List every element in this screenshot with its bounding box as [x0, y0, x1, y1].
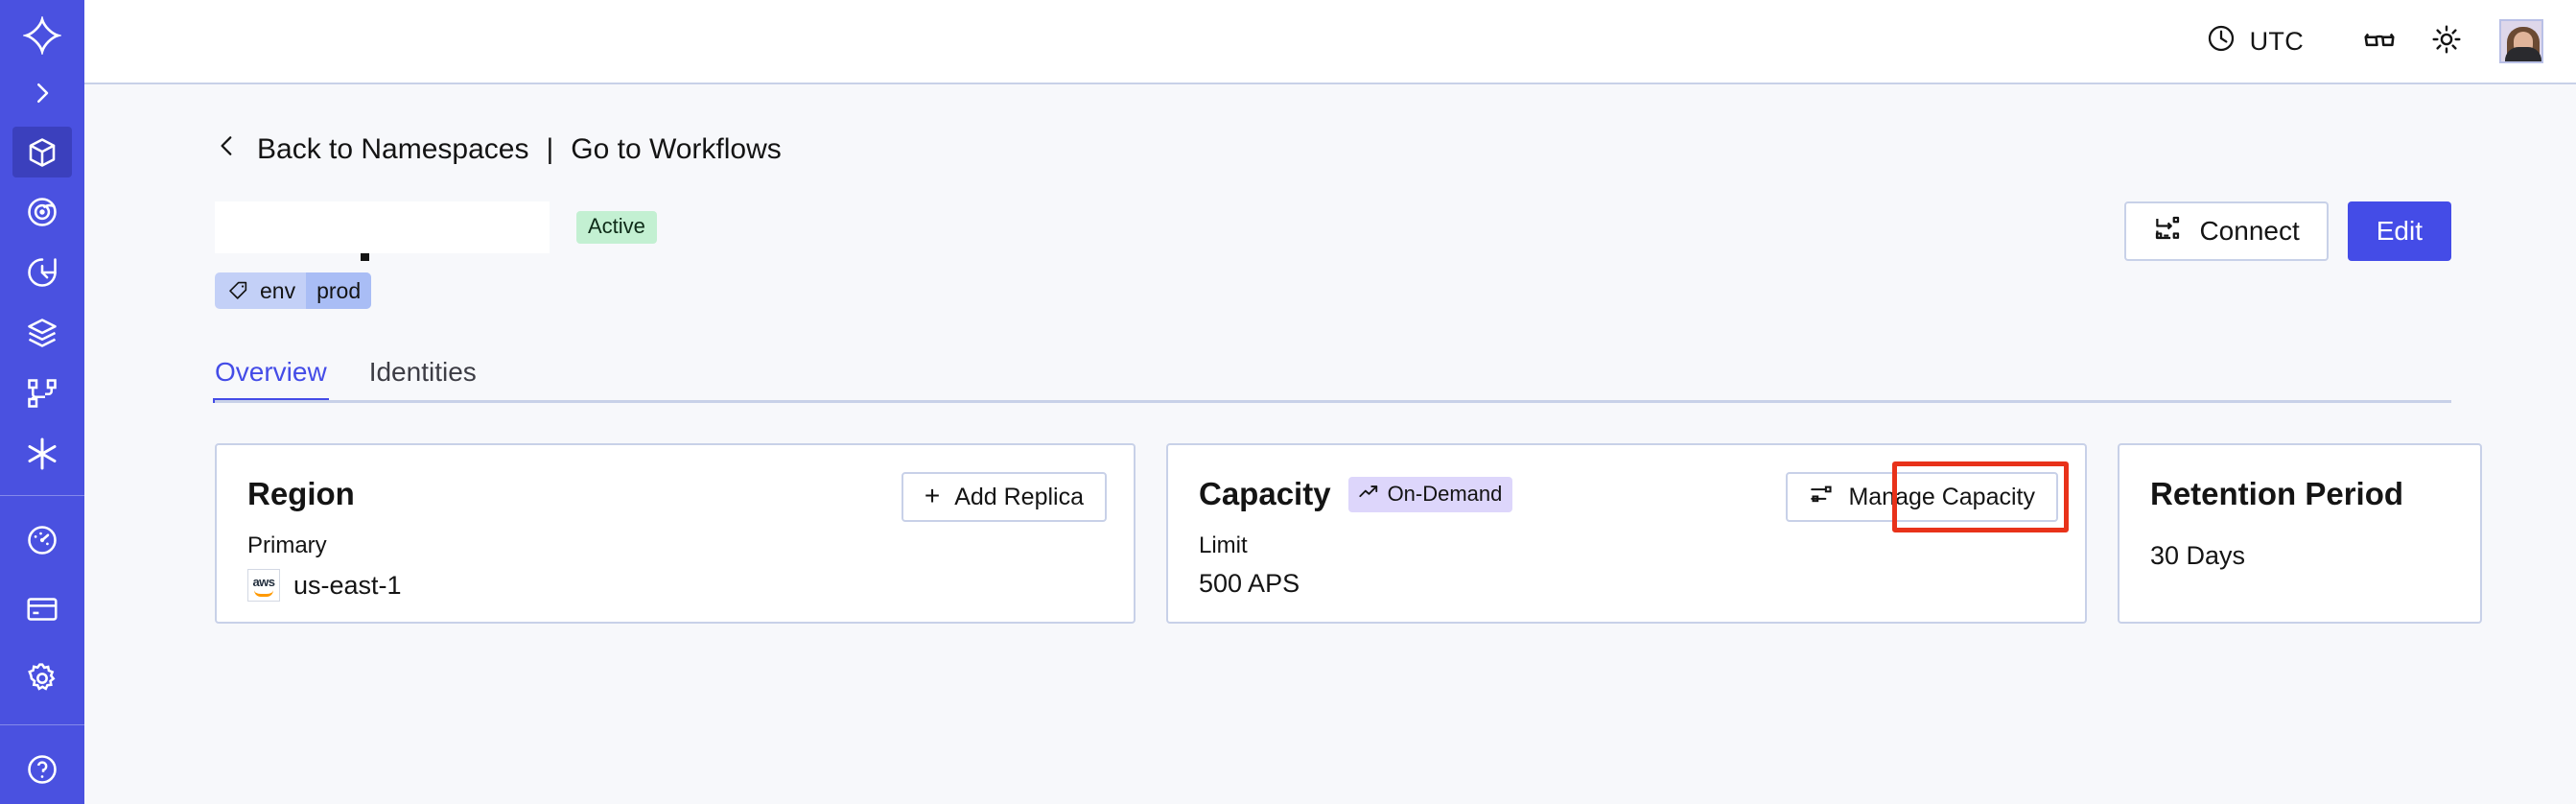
aws-icon-text: aws: [252, 575, 275, 589]
page-content: Back to Namespaces | Go to Workflows Act…: [84, 84, 2576, 804]
credit-card-icon: [25, 592, 59, 627]
content-inner: Back to Namespaces | Go to Workflows Act…: [84, 129, 2576, 624]
theme-toggle-button[interactable]: [2419, 13, 2474, 69]
gear-icon: [25, 661, 59, 696]
timezone-selector[interactable]: UTC: [2206, 23, 2304, 60]
sidebar-item-observability[interactable]: [12, 187, 72, 238]
edit-button[interactable]: Edit: [2347, 201, 2451, 261]
capacity-limit-label: Limit: [1199, 532, 1248, 558]
capacity-mode-badge: On-Demand: [1347, 476, 1513, 512]
sidebar-item-batch-operations[interactable]: [12, 308, 72, 359]
header-actions: UTC: [2206, 13, 2543, 69]
eye-spiral-icon: [25, 195, 59, 229]
add-replica-button[interactable]: + Add Replica: [901, 472, 1107, 522]
tag-chip-env[interactable]: env prod: [215, 272, 372, 309]
help-circle-icon: [25, 752, 59, 787]
overview-cards: Region Primary aws us-east-1 +: [215, 443, 2482, 624]
breadcrumb-workflows-link[interactable]: Go to Workflows: [571, 133, 782, 165]
region-primary-value-row: aws us-east-1: [247, 569, 1105, 602]
capacity-card: Capacity On-Demand: [1166, 443, 2087, 624]
timer-icon: [25, 255, 59, 290]
tab-identities[interactable]: Identities: [368, 357, 477, 387]
capacity-card-header: Capacity On-Demand: [1199, 472, 2056, 516]
connect-button-label: Connect: [2199, 216, 2300, 246]
tag-icon: [228, 280, 249, 301]
retention-card-header: Retention Period: [2150, 472, 2451, 516]
sidebar-divider-top: [0, 495, 84, 496]
capacity-card-title: Capacity: [1199, 476, 1331, 511]
retention-card-title: Retention Period: [2150, 476, 2404, 511]
region-primary-label: Primary: [247, 532, 327, 558]
breadcrumb-separator: |: [546, 133, 554, 165]
manage-capacity-button[interactable]: Manage Capacity: [1786, 472, 2058, 522]
sidebar-item-schedules[interactable]: [12, 248, 72, 298]
clock-icon: [2206, 23, 2236, 60]
primary-sidebar: [0, 0, 84, 804]
namespace-tabs: Overview Identities: [213, 347, 2451, 403]
timezone-label: UTC: [2249, 26, 2304, 56]
temporal-logo-icon[interactable]: [0, 8, 84, 63]
glasses-icon: [2362, 22, 2397, 61]
capacity-limit-value: 500 APS: [1199, 569, 1300, 598]
sidebar-item-usage[interactable]: [12, 510, 72, 570]
retention-card: Retention Period 30 Days: [2118, 443, 2482, 624]
retention-value: 30 Days: [2150, 541, 2246, 570]
connect-icon: [2153, 214, 2182, 249]
sidebar-divider-bottom: [0, 724, 84, 725]
aws-icon-swoosh: [254, 590, 273, 597]
capacity-mode-label: On-Demand: [1387, 481, 1503, 506]
aws-icon: aws: [247, 569, 280, 602]
connect-button[interactable]: Connect: [2124, 201, 2329, 261]
reading-mode-button[interactable]: [2352, 13, 2407, 69]
gauge-icon: [25, 523, 59, 557]
sidebar-expand-button[interactable]: [0, 63, 84, 122]
sliders-icon: [1809, 482, 1834, 513]
region-card-header: Region: [247, 472, 1105, 516]
region-primary-value: us-east-1: [293, 570, 402, 600]
asterisk-icon: [23, 435, 61, 473]
sidebar-bottom-group: [0, 484, 84, 804]
namespace-actions: Connect Edit: [2124, 201, 2451, 261]
trending-up-icon: [1358, 482, 1379, 507]
avatar-body: [2505, 47, 2541, 61]
tab-overview[interactable]: Overview: [213, 357, 329, 403]
sidebar-item-settings[interactable]: [12, 649, 72, 708]
tag-key: env: [260, 277, 296, 303]
chevron-left-icon[interactable]: [215, 131, 240, 168]
status-badge: Active: [576, 211, 657, 244]
main-area: UTC: [84, 0, 2576, 804]
page-title: [215, 201, 550, 261]
temporal-logo-glyph: [23, 15, 61, 55]
plus-icon: +: [924, 481, 941, 510]
tabs-divider: [215, 400, 2451, 403]
region-card: Region Primary aws us-east-1 +: [215, 443, 1136, 624]
manage-capacity-label: Manage Capacity: [1848, 483, 2035, 510]
chevron-right-icon: [28, 79, 57, 107]
sidebar-item-nexus[interactable]: [12, 428, 72, 479]
sidebar-item-namespaces[interactable]: [12, 127, 72, 178]
sidebar-item-workflows[interactable]: [12, 367, 72, 418]
breadcrumb-back-link[interactable]: Back to Namespaces: [257, 133, 529, 165]
avatar[interactable]: [2499, 19, 2543, 63]
sun-icon: [2430, 23, 2463, 60]
breadcrumb: Back to Namespaces | Go to Workflows: [215, 129, 2451, 171]
region-card-title: Region: [247, 476, 355, 511]
sidebar-item-billing[interactable]: [12, 579, 72, 639]
namespace-tags: env prod: [215, 272, 2451, 311]
namespace-title-row: Active: [215, 201, 2451, 261]
workflow-tree-icon: [25, 376, 59, 411]
sidebar-item-help[interactable]: [12, 740, 72, 799]
tag-value: prod: [306, 272, 372, 309]
top-header-bar: UTC: [84, 0, 2576, 84]
layers-icon: [25, 316, 59, 350]
add-replica-label: Add Replica: [954, 483, 1084, 510]
cube-icon: [25, 135, 59, 170]
